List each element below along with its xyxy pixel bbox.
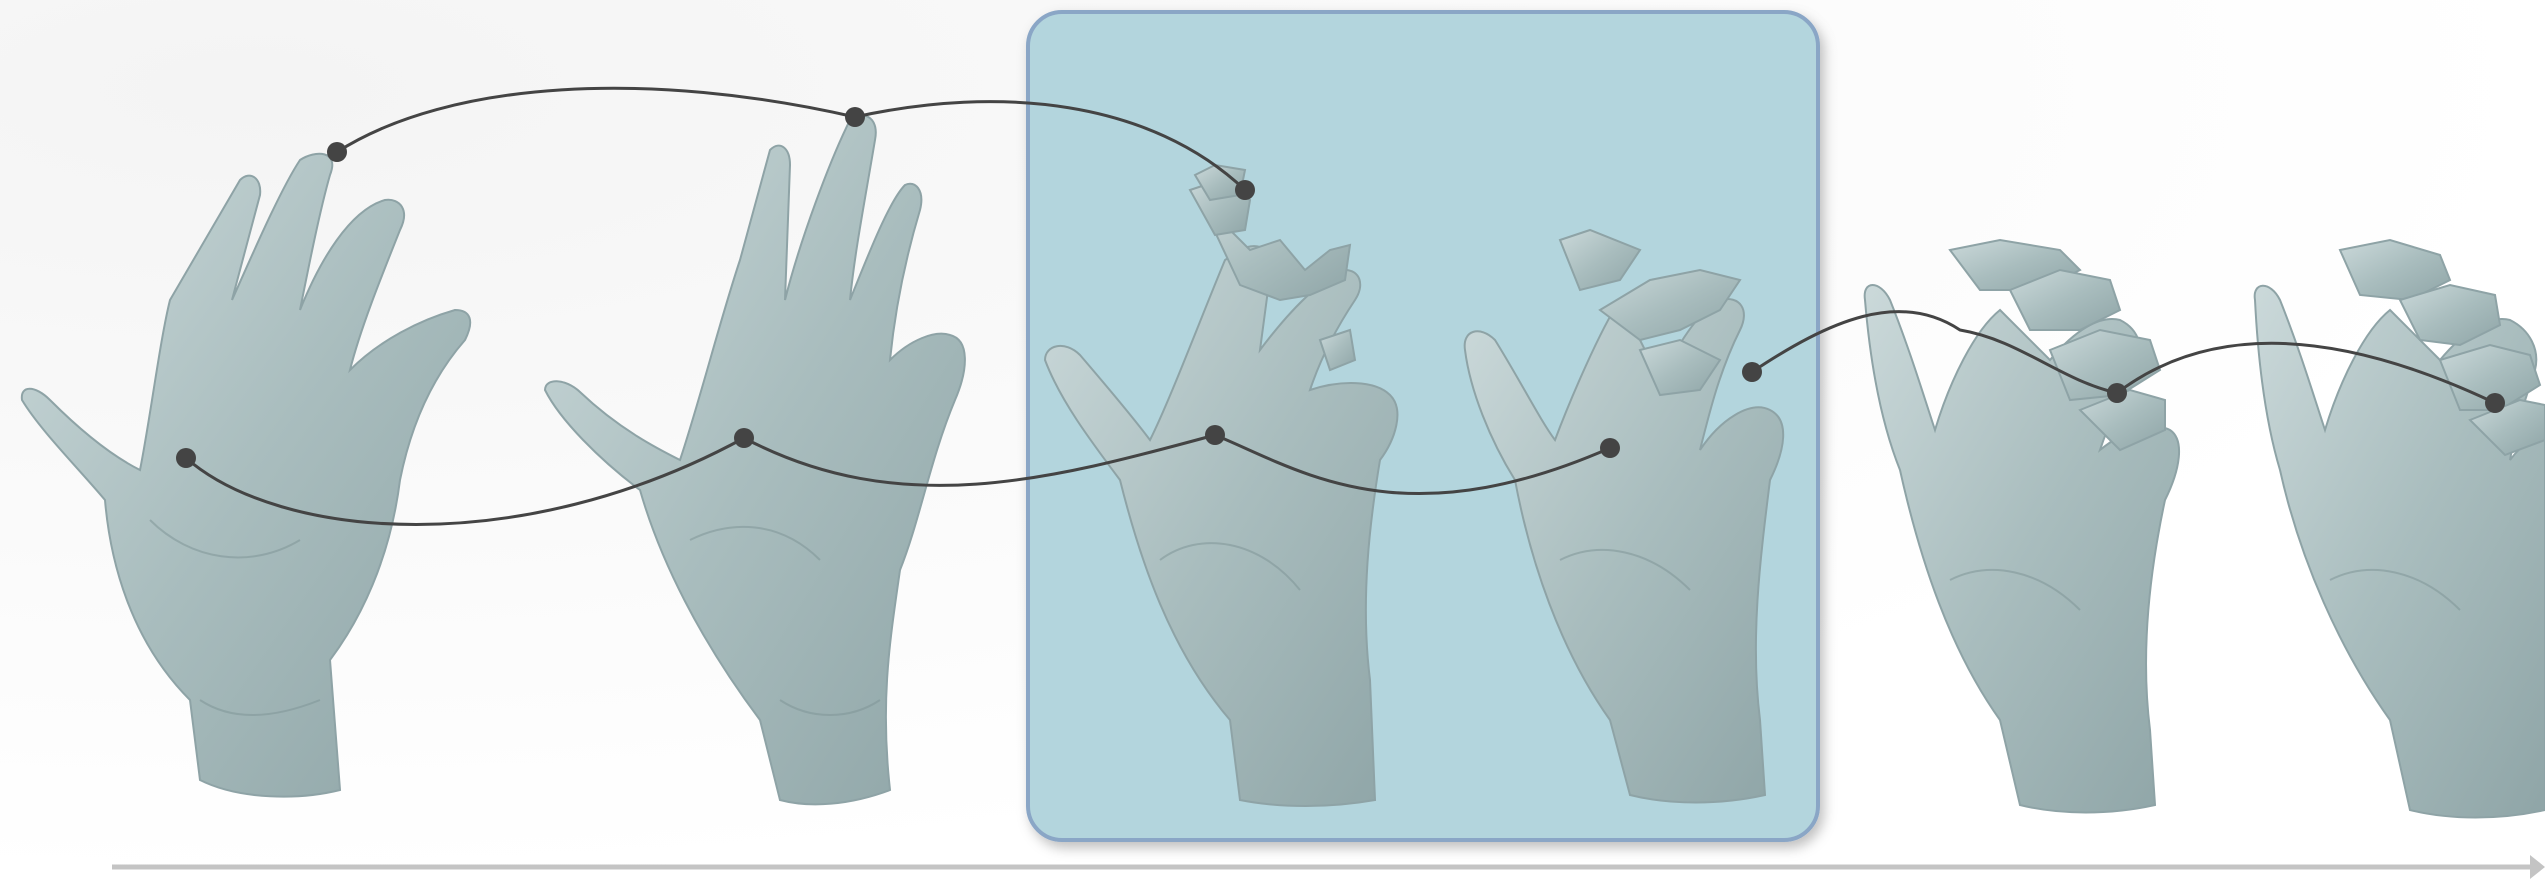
keypoint: [1742, 362, 1762, 382]
keypoint: [327, 142, 347, 162]
keypoint: [1600, 438, 1620, 458]
keypoint: [1235, 180, 1255, 200]
keypoint: [2485, 393, 2505, 413]
keypoint: [1205, 425, 1225, 445]
keypoint: [845, 107, 865, 127]
keypoint: [734, 428, 754, 448]
keypoint: [2107, 383, 2127, 403]
keypoint: [176, 448, 196, 468]
